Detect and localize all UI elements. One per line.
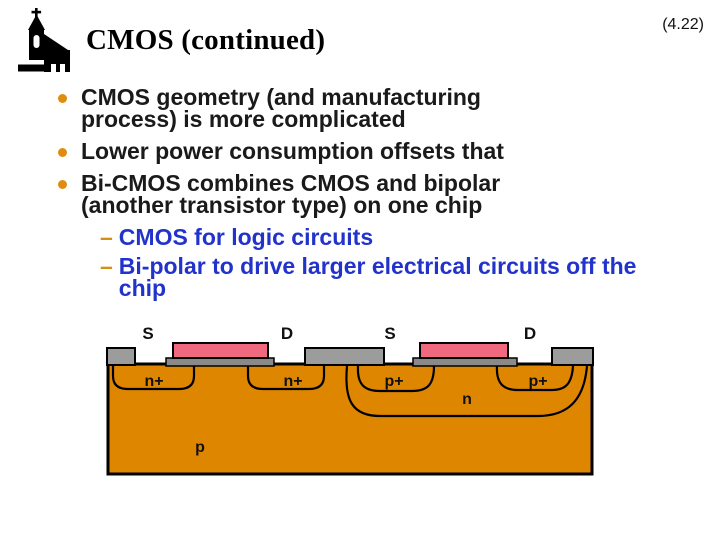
terminal-label-s1: S (142, 324, 153, 343)
n-well-outline (345, 365, 589, 418)
nplus-well-right-outline (246, 366, 326, 391)
page-title: CMOS (continued) (86, 24, 326, 56)
gate-oxide-strip-left (165, 357, 275, 367)
dash-icon: – (100, 224, 113, 250)
pplus-well-left-outline (356, 365, 436, 393)
bullet-text: CMOS geometry (and manufacturing (81, 84, 481, 110)
shared-contact-middle (304, 347, 385, 366)
sub-bullet-text: chip (118, 275, 167, 301)
sub-bullet-text: Bi-polar to drive larger electrical circ… (118, 253, 637, 279)
bullet-item: CMOS geometry (and manufacturing process… (56, 84, 716, 132)
source-contact-left (106, 347, 136, 366)
drain-contact-right (551, 347, 594, 366)
terminal-label-d2: D (524, 324, 536, 343)
bullet-dot-icon (58, 148, 67, 157)
cmos-cross-section-diagram: S D S D n+ n+ p+ p+ n p (106, 324, 594, 476)
terminal-label-s2: S (384, 324, 395, 343)
gate-oxide-strip-right (412, 357, 518, 367)
gate-electrode-right (419, 342, 509, 359)
bullet-dot-icon (58, 180, 67, 189)
bullet-text: Lower power consumption offsets that (81, 138, 504, 164)
region-label-substrate: p (195, 439, 205, 456)
dash-icon: – (100, 253, 113, 279)
nplus-well-left-outline (111, 366, 196, 391)
p-substrate-region (106, 362, 594, 476)
bullet-item: Lower power consumption offsets that (56, 138, 716, 164)
bullet-text: Bi-CMOS combines CMOS and bipolar (81, 170, 501, 196)
bullet-dot-icon (58, 94, 67, 103)
sub-bullet-text: CMOS for logic circuits (118, 224, 374, 250)
sub-bullet-list: – CMOS for logic circuits – Bi-polar to … (100, 224, 716, 301)
bullet-item: Bi-CMOS combines CMOS and bipolar (anoth… (56, 170, 716, 218)
region-label-nwell: n (462, 391, 472, 408)
pplus-well-right-outline (495, 365, 575, 392)
bullet-text: process) is more complicated (81, 106, 406, 132)
region-label-nplus-left: n+ (144, 373, 163, 390)
region-label-pplus-right: p+ (528, 373, 547, 390)
slide-number: (4.22) (662, 16, 704, 33)
terminal-label-d1: D (281, 324, 293, 343)
sub-bullet-item: – Bi-polar to drive larger electrical ci… (100, 253, 716, 301)
bullet-list: CMOS geometry (and manufacturing process… (56, 86, 716, 306)
sub-bullet-item: – CMOS for logic circuits (100, 224, 716, 250)
bullet-text: (another transistor type) on one chip (81, 192, 483, 218)
gate-electrode-left (172, 342, 269, 359)
region-label-nplus-right: n+ (283, 373, 302, 390)
church-logo-icon (18, 8, 70, 72)
region-label-pplus-left: p+ (384, 373, 403, 390)
